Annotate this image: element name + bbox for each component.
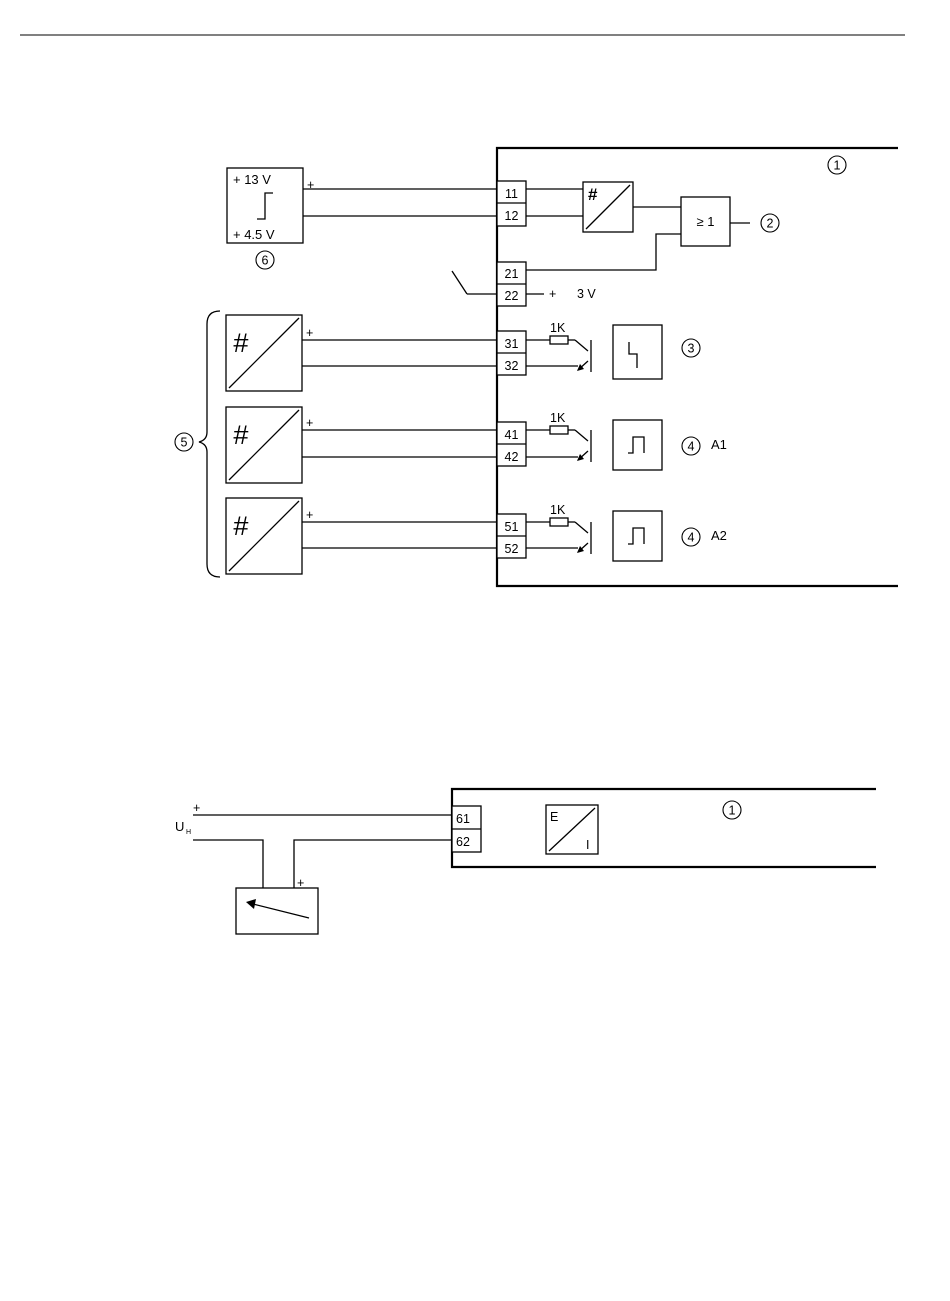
svg-text:4: 4 [688,531,695,545]
diagram-2: 1 61 62 E I + U H + [175,789,876,934]
resistor-1k-2: 1K [526,411,575,434]
svg-text:41: 41 [505,428,519,442]
svg-text:31: 31 [505,337,519,351]
callout-5: 5 [175,433,193,451]
output-label-a1: A1 [711,437,727,452]
svg-text:1K: 1K [550,321,566,335]
svg-text:42: 42 [505,450,519,464]
callout-4-a1: 4 [682,437,700,455]
device-enclosure-2 [452,789,876,867]
step-down-indicator [613,325,662,379]
callout-4-a2: 4 [682,528,700,546]
output-label-a2: A2 [711,528,727,543]
supply-voltage-label: U H [175,819,191,836]
terminal-block-41-42: 41 42 [497,422,526,466]
svg-text:52: 52 [505,542,519,556]
svg-text:#: # [233,511,249,541]
or-gate: ≥ 1 [681,197,730,246]
plus-sign: + [307,178,314,192]
svg-text:2: 2 [767,217,774,231]
svg-text:11: 11 [505,187,518,201]
pulse-indicator-a1 [613,420,662,470]
sensor-block-1: # [226,315,302,391]
svg-text:12: 12 [505,209,519,223]
callout-1-bottom: 1 [723,801,741,819]
callout-6: 6 [256,251,274,269]
svg-text:5: 5 [181,436,188,450]
svg-text:#: # [233,328,249,358]
terminal-block-21-22: 21 22 [497,262,526,306]
svg-text:4: 4 [688,440,695,454]
svg-text:22: 22 [505,289,519,303]
svg-text:+: + [306,508,313,522]
sensor-block-3: # [226,498,302,574]
svg-text:E: E [550,810,558,824]
svg-text:3: 3 [688,342,695,356]
svg-text:#: # [233,420,249,450]
callout-3: 3 [682,339,700,357]
svg-text:+ 13 V: + 13 V [233,172,271,187]
terminal-block-31-32: 31 32 [497,331,526,375]
pulse-indicator-a2 [613,511,662,561]
svg-text:1K: 1K [550,411,566,425]
svg-text:6: 6 [262,254,269,268]
svg-text:U: U [175,819,184,834]
svg-text:62: 62 [456,835,470,849]
svg-text:+ 4.5 V: + 4.5 V [233,227,275,242]
svg-text:#: # [588,185,598,204]
plus-sign: + [193,801,200,815]
svg-text:+: + [306,326,313,340]
resistor-1k-3: 1K [526,503,575,526]
svg-text:61: 61 [456,812,470,826]
sensor-group-brace [199,311,220,577]
terminal-block-11-12: 11 12 [497,181,526,226]
converter-block: # [583,182,633,232]
transistor-2 [526,430,591,462]
plus-sign: + [549,287,556,301]
svg-text:51: 51 [505,520,519,534]
svg-text:21: 21 [505,267,519,281]
transistor-1 [526,340,591,372]
callout-1-top: 1 [828,156,846,174]
svg-text:1: 1 [729,804,736,818]
svg-text:32: 32 [505,359,519,373]
transistor-3 [526,522,591,554]
aux-voltage: 3 V [577,287,596,301]
callout-2: 2 [761,214,779,232]
terminal-block-51-52: 51 52 [497,514,526,558]
svg-text:1: 1 [834,159,841,173]
svg-text:H: H [186,829,191,836]
svg-text:I: I [586,838,589,852]
svg-text:1K: 1K [550,503,566,517]
terminal-block-61-62: 61 62 [452,806,481,852]
threshold-module: + 13 V + 4.5 V [227,168,303,243]
svg-text:≥ 1: ≥ 1 [697,214,715,229]
svg-text:+: + [306,416,313,430]
voltage-current-converter: E I [546,805,598,854]
diagram-1: 1 + 13 V + 4.5 V 6 + 11 12 # [175,148,898,586]
sensor-block-2: # [226,407,302,483]
meter [236,888,318,934]
resistor-1k-1: 1K [526,321,575,344]
